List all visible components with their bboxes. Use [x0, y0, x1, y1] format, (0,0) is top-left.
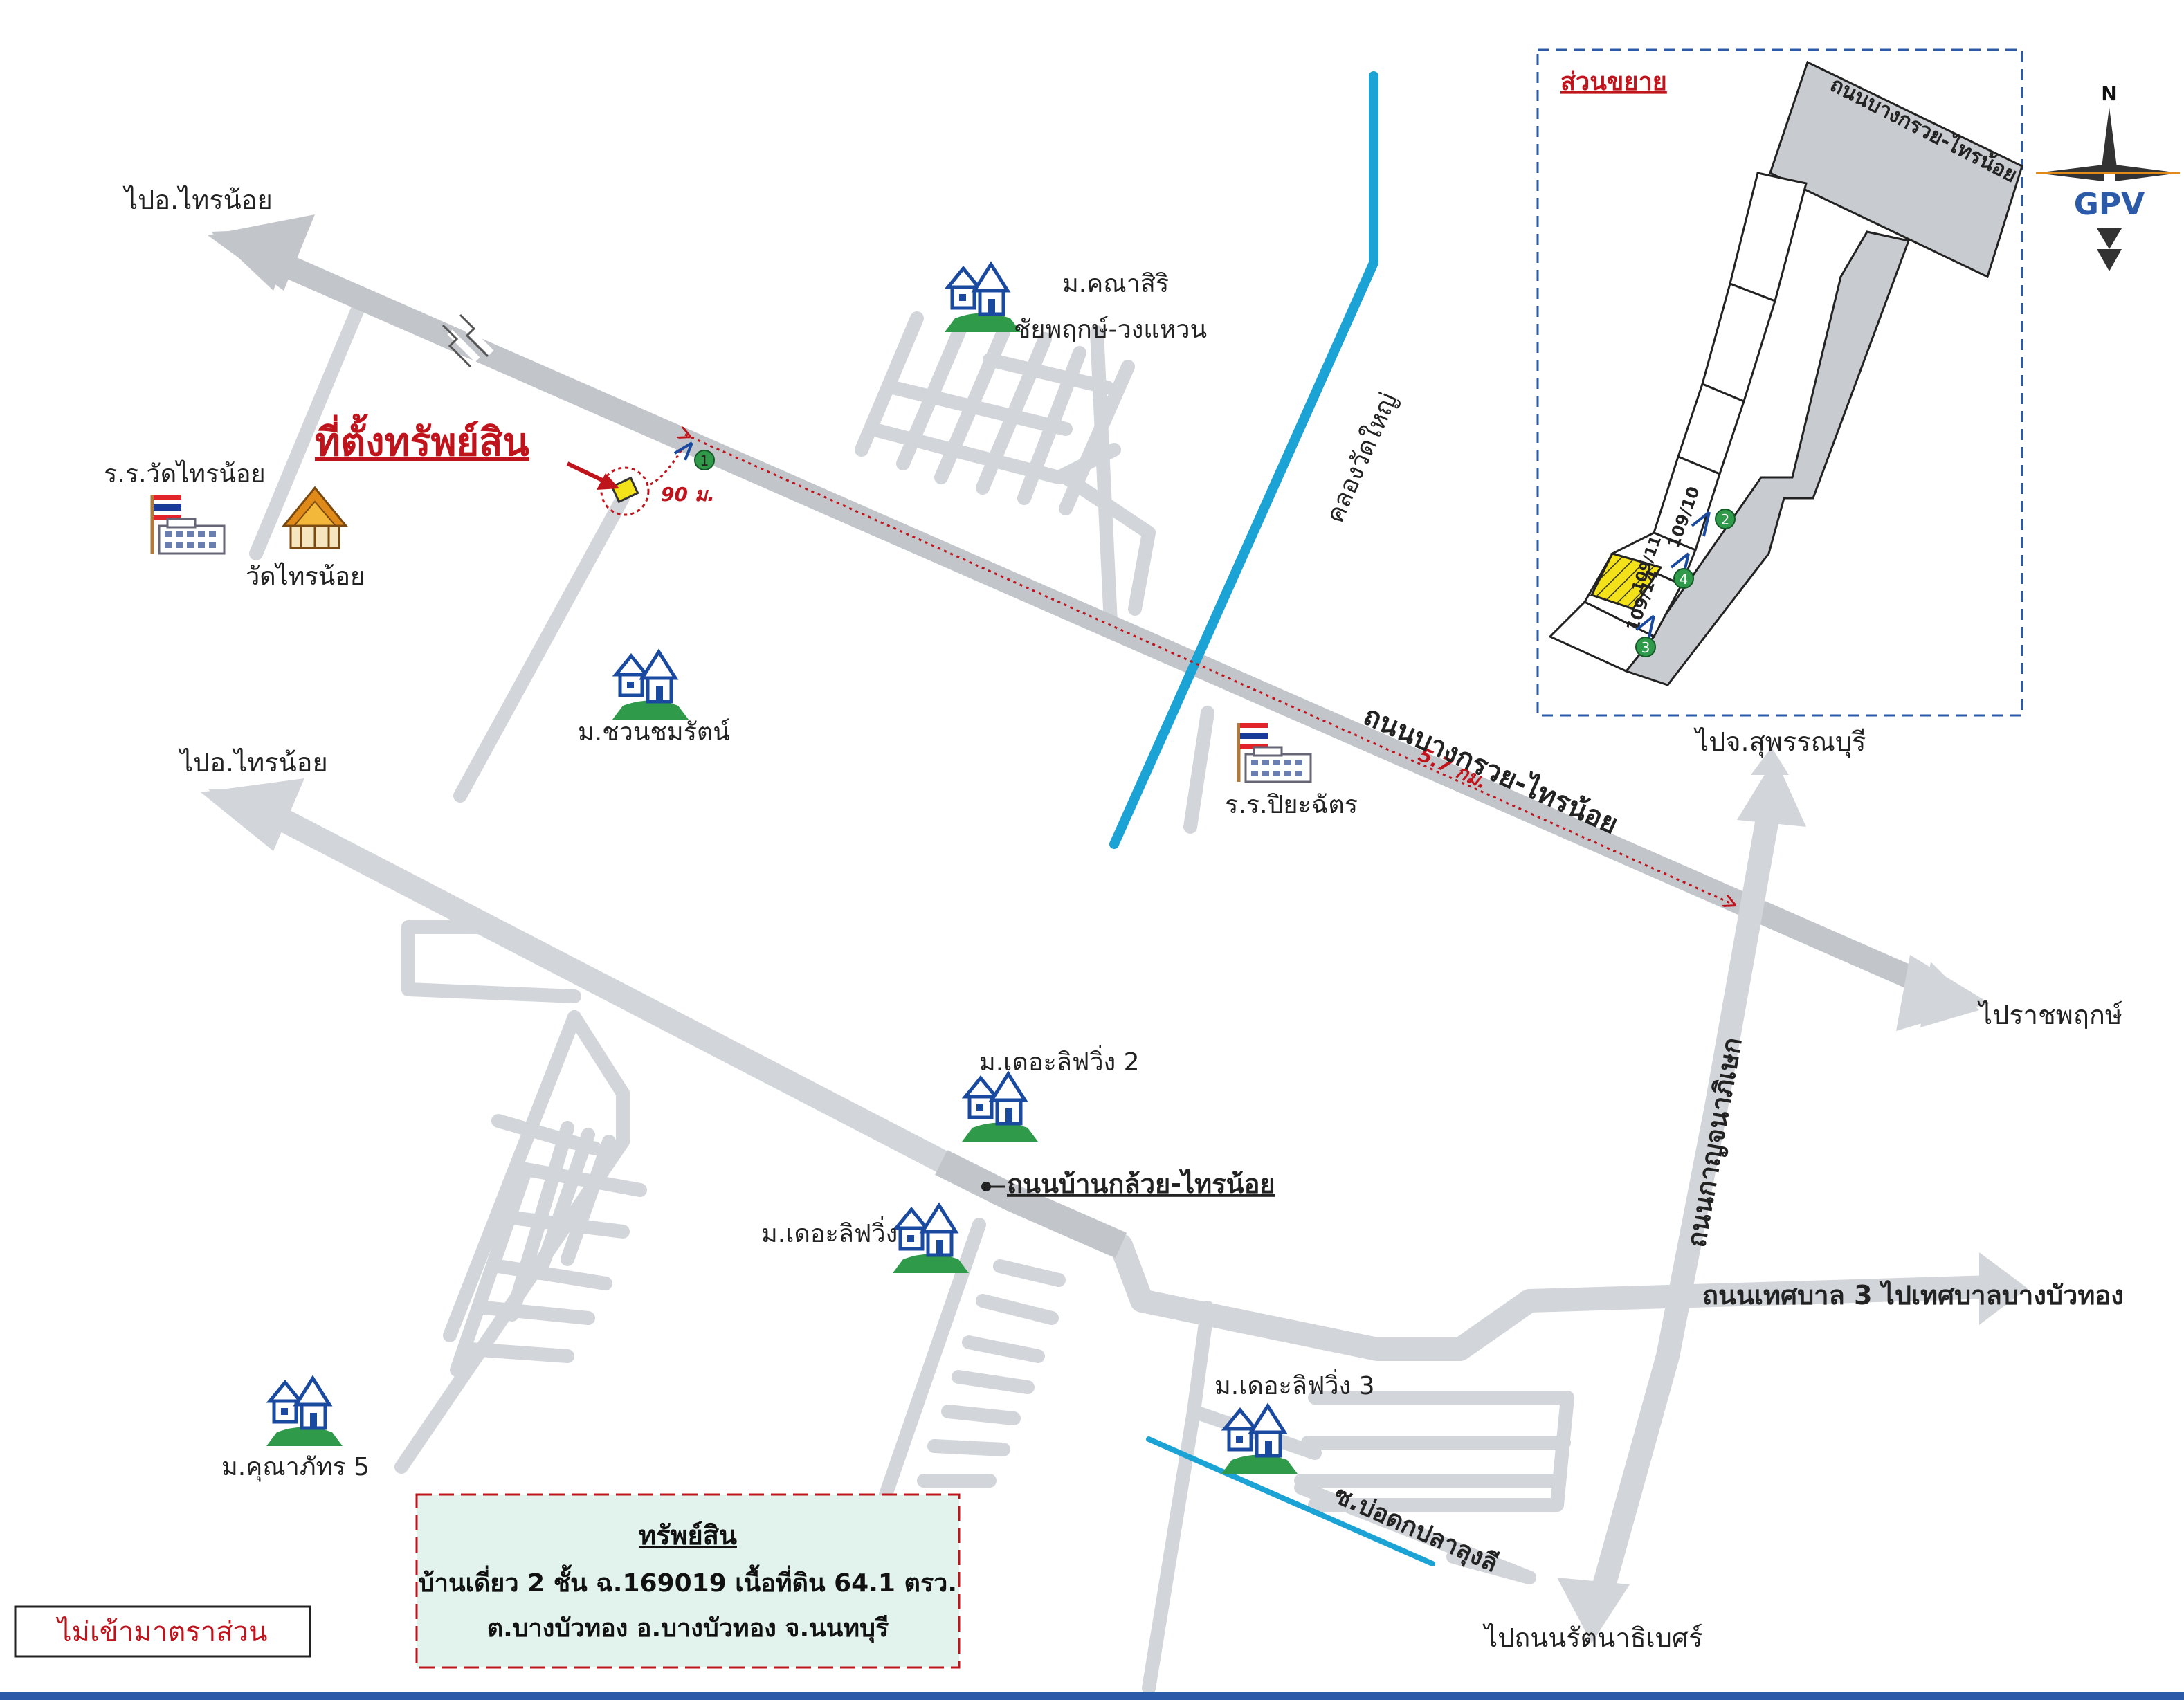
property-arrow-head — [597, 473, 619, 490]
label-road-bankluai-sainoi: ถนนบ้านกล้วย-ไทรน้อย — [1007, 1169, 1275, 1199]
temple-icon — [282, 486, 347, 549]
school-piya-icon — [1239, 723, 1311, 782]
property-box-title: ทรัพย์สิน — [639, 1520, 737, 1551]
svg-text:ไม่เข้ามาตราส่วน: ไม่เข้ามาตราส่วน — [56, 1616, 268, 1648]
label-to-rattanathibet: ไปถนนรัตนาธิเบศร์ — [1482, 1623, 1702, 1653]
view-marker-main: 1 — [673, 441, 715, 470]
village-chuanchom-house-icon — [612, 652, 689, 720]
label-road-bangkruai-sainoi: ถนนบางกรวย-ไทรน้อย — [1358, 699, 1623, 841]
label-road-kanchanaphisek: ถนนกาญจนาภิเษก — [1681, 1035, 1748, 1250]
label-village-kanasiri-2: ชัยพฤกษ์-วงแหวน — [1014, 316, 1207, 344]
minor-roads — [249, 298, 1574, 1695]
road-arrowheads — [201, 214, 2028, 1643]
svg-text:1: 1 — [700, 453, 709, 469]
label-to-sainoi-mid: ไปอ.ไทรน้อย — [178, 747, 328, 778]
village-kanasiri-house-icon — [945, 264, 1021, 332]
bottom-rule — [0, 1692, 2184, 1700]
label-road-tesaban3: ถนนเทศบาล 3 ไปเทศบาลบางบัวทอง — [1702, 1280, 2124, 1310]
inset-marker-3: 3 — [1635, 614, 1656, 657]
label-village-chuanchom: ม.ชวนชมรัตน์ — [578, 718, 730, 747]
label-dist-90: 90 ม. — [661, 483, 715, 506]
label-village-kunaphat: ม.คุณาภัทร 5 — [221, 1453, 370, 1482]
inset-panel: ส่วนขยาย ถนนบางกรวย-ไทรน้อย 109/10 109/1… — [1536, 48, 2023, 717]
property-box-line1: บ้านเดี่ยว 2 ชั้น ฉ.169019 เนื้อที่ดิน 6… — [419, 1564, 957, 1598]
village-delight-house-icon — [893, 1205, 969, 1273]
svg-text:2: 2 — [1721, 511, 1730, 528]
inset-subject-plot — [1590, 552, 1663, 610]
svg-text:4: 4 — [1680, 571, 1689, 587]
label-school-wat: ร.ร.วัดไทรน้อย — [104, 459, 266, 488]
svg-text:GPV: GPV — [2074, 187, 2145, 222]
label-to-ratchaphruek: ไปราชพฤกษ์ — [1977, 1000, 2122, 1030]
property-circle — [600, 466, 650, 516]
label-village-delight: ม.เดอะลิฟวิ่ง — [761, 1216, 898, 1248]
label-canal: คลองวัดใหญ่ — [1320, 388, 1403, 527]
property-marker — [610, 476, 639, 504]
label-wat-sainoi: วัดไทรน้อย — [246, 562, 365, 591]
property-box-line2: ต.บางบัวทอง อ.บางบัวทอง จ.นนทบุรี — [487, 1614, 889, 1644]
label-property-location: ที่ตั้งทรัพย์สิน — [315, 414, 529, 465]
inset-title: ส่วนขยาย — [1560, 68, 1667, 96]
label-village-delight-3: ม.เดอะลิฟวิ่ง 3 — [1214, 1369, 1375, 1400]
compass-icon: N GPV — [2036, 82, 2180, 271]
not-to-scale-box: ไม่เข้ามาตราส่วน — [14, 1605, 311, 1658]
village-kunaphat-house-icon — [266, 1378, 343, 1446]
label-village-kanasiri-1: ม.คณาสิริ — [1062, 270, 1169, 298]
svg-text:3: 3 — [1641, 639, 1650, 656]
road-break-lines — [442, 313, 489, 368]
label-to-sainoi-top: ไปอ.ไทรน้อย — [122, 185, 273, 215]
label-village-delight-2: ม.เดอะลิฟวิ่ง 2 — [979, 1045, 1140, 1077]
inset-marker-4: 4 — [1670, 552, 1694, 589]
svg-text:N: N — [2101, 82, 2117, 105]
village-delight2-house-icon — [962, 1074, 1038, 1142]
label-to-suphanburi: ไปจ.สุพรรณบุรี — [1693, 726, 1866, 758]
inset-marker-2: 2 — [1691, 509, 1736, 537]
property-info-box: ทรัพย์สิน บ้านเดี่ยว 2 ชั้น ฉ.169019 เนื… — [415, 1493, 961, 1669]
school-wat-icon — [152, 495, 224, 554]
distance-line-90m — [650, 449, 683, 486]
soi-bodok-line — [1146, 1436, 1435, 1566]
label-school-piya: ร.ร.ปิยะฉัตร — [1225, 791, 1358, 819]
